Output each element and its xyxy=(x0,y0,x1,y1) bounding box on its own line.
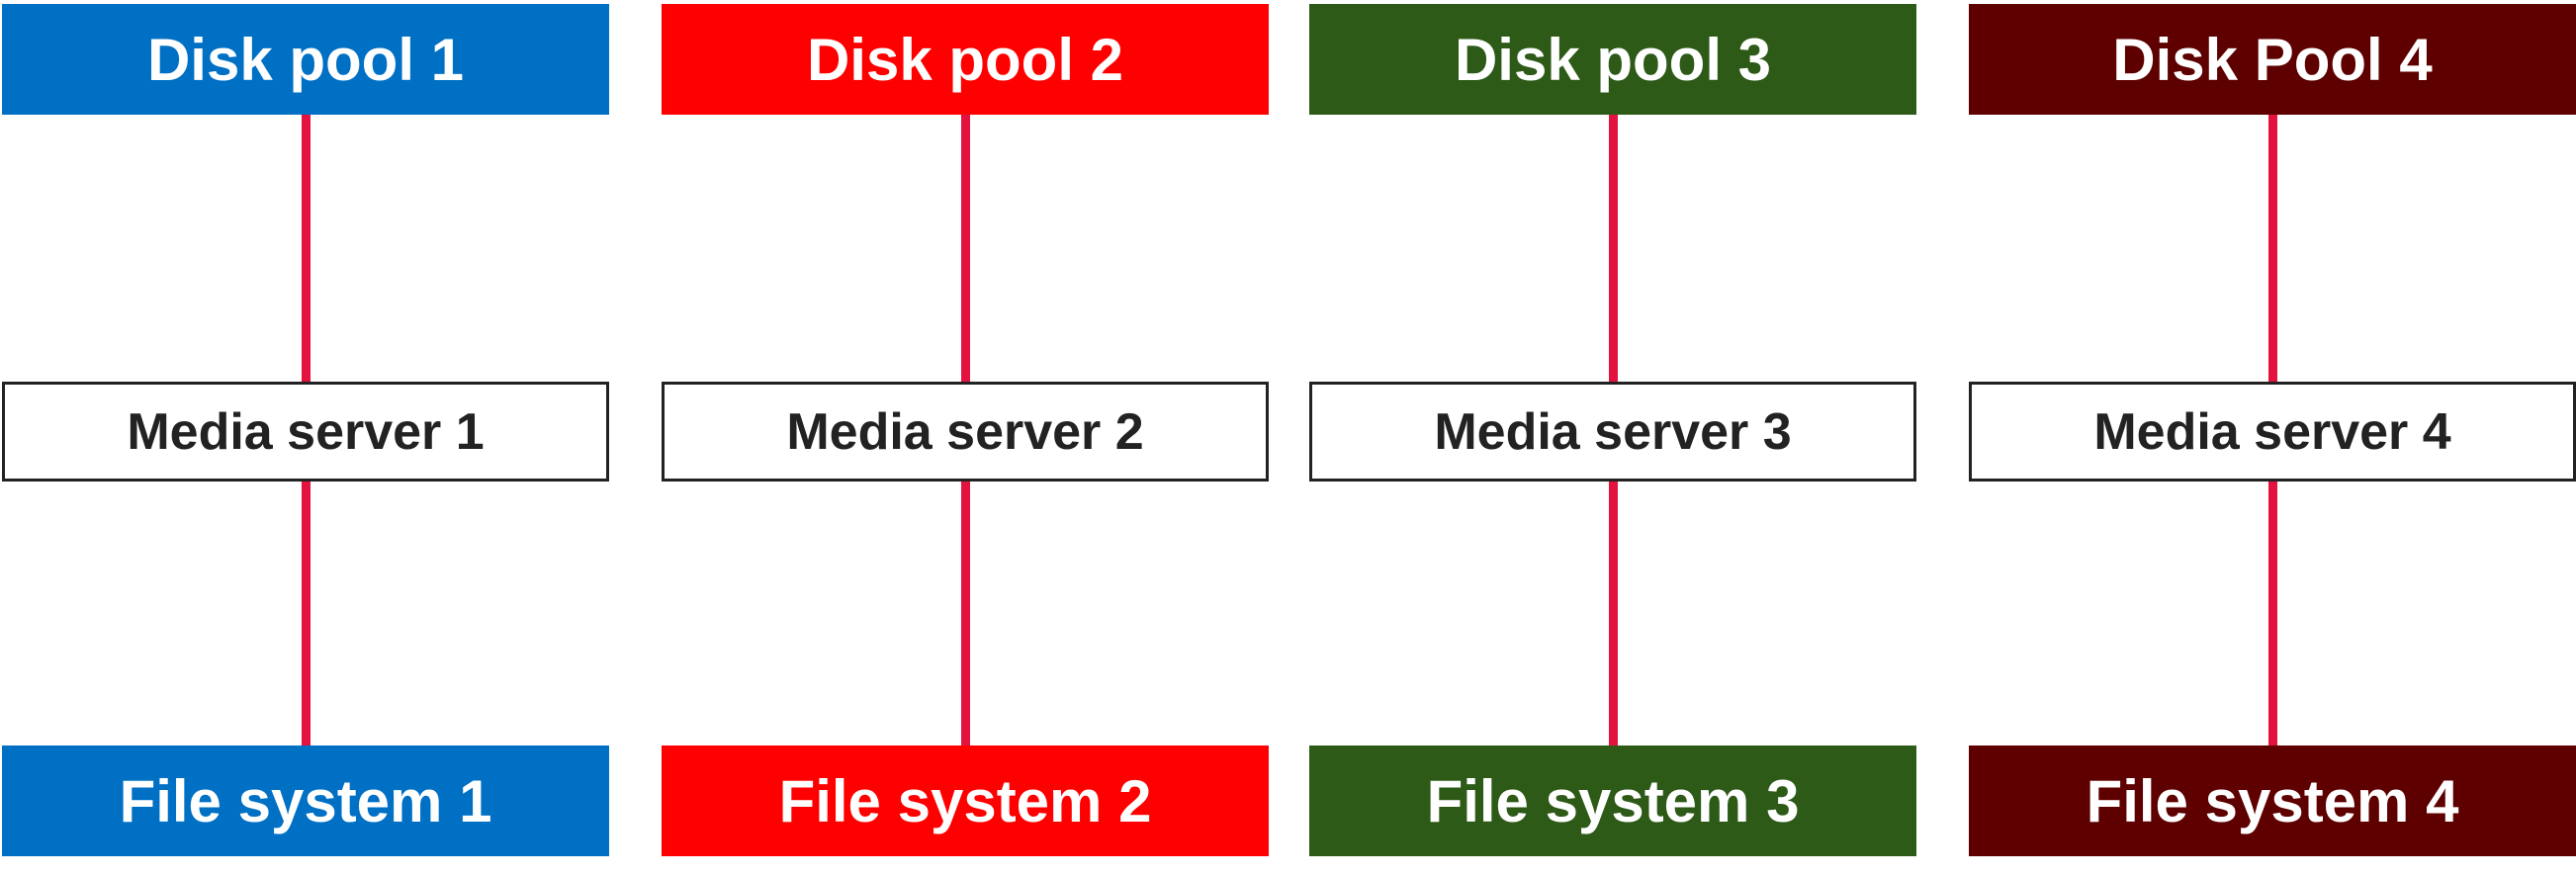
disk-pool-box: Disk pool 3 xyxy=(1309,4,1916,115)
media-server-box: Media server 4 xyxy=(1969,382,2576,482)
media-server-box: Media server 2 xyxy=(662,382,1269,482)
file-system-box: File system 1 xyxy=(2,745,609,856)
column-2: Disk pool 2 Media server 2 File system 2 xyxy=(662,0,1269,877)
disk-pool-box: Disk pool 1 xyxy=(2,4,609,115)
file-system-box: File system 4 xyxy=(1969,745,2576,856)
connector-line xyxy=(1609,115,1618,382)
connector-line xyxy=(302,482,311,745)
column-1: Disk pool 1 Media server 1 File system 1 xyxy=(2,0,609,877)
disk-pool-box: Disk pool 2 xyxy=(662,4,1269,115)
column-3: Disk pool 3 Media server 3 File system 3 xyxy=(1309,0,1916,877)
connector-line xyxy=(2268,482,2277,745)
column-4: Disk Pool 4 Media server 4 File system 4 xyxy=(1969,0,2576,877)
connector-line xyxy=(961,482,970,745)
connector-line xyxy=(1609,482,1618,745)
file-system-box: File system 3 xyxy=(1309,745,1916,856)
media-server-box: Media server 3 xyxy=(1309,382,1916,482)
file-system-box: File system 2 xyxy=(662,745,1269,856)
connector-line xyxy=(302,115,311,382)
connector-line xyxy=(2268,115,2277,382)
media-server-box: Media server 1 xyxy=(2,382,609,482)
connector-line xyxy=(961,115,970,382)
disk-pool-box: Disk Pool 4 xyxy=(1969,4,2576,115)
